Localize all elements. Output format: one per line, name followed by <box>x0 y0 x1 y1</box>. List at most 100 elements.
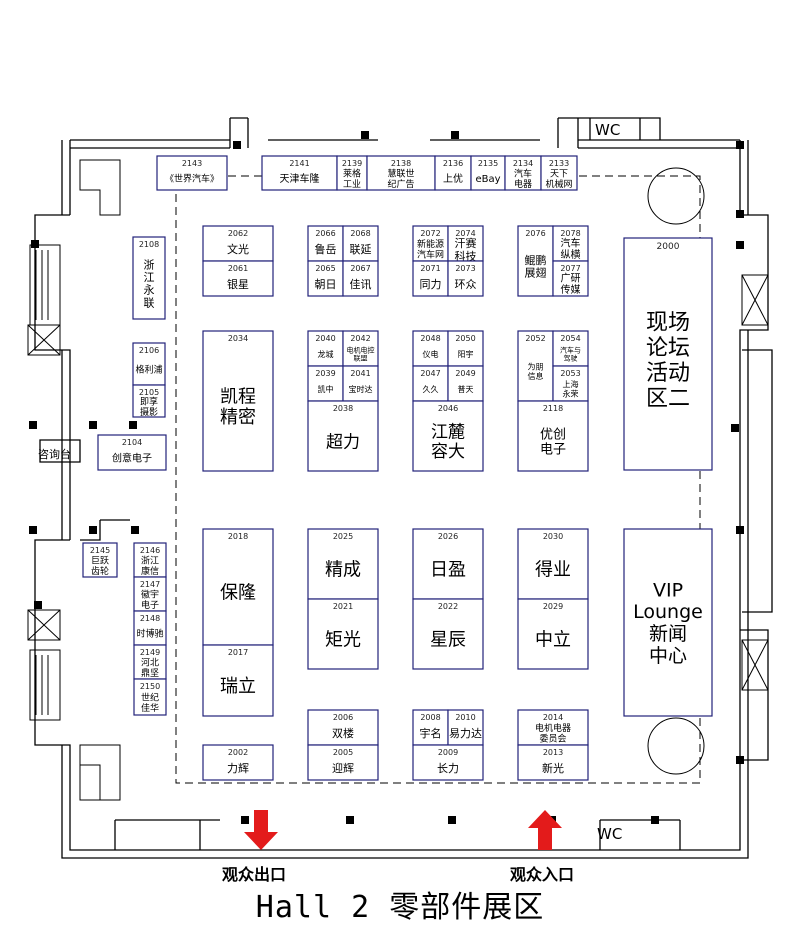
booth-outline <box>623 237 713 471</box>
booth-name: 新能源 <box>417 238 444 250</box>
booth-number: 2022 <box>438 602 458 611</box>
booth-number: 2149 <box>140 648 160 657</box>
booth-name: 联盟 <box>354 353 368 362</box>
column <box>736 526 744 534</box>
booth-number: 2071 <box>420 264 440 273</box>
booth-outline <box>133 576 167 612</box>
column <box>129 421 137 429</box>
booth-outline <box>447 330 484 367</box>
booth-outline <box>447 260 484 297</box>
booth-number: 2074 <box>455 229 475 238</box>
booth-number: 2105 <box>139 388 159 397</box>
booth-name: 展翅 <box>525 266 547 280</box>
booth-number: 2005 <box>333 748 353 757</box>
booth-name: 机械网 <box>545 178 572 190</box>
booth-number: 2148 <box>140 614 160 623</box>
booth-outline <box>447 365 484 402</box>
booth-number: 2147 <box>140 580 160 589</box>
booth-name: 精密 <box>220 407 256 428</box>
booth-number: 2108 <box>139 240 159 249</box>
booth-outline <box>517 330 554 402</box>
booth-number: 2065 <box>315 264 335 273</box>
column <box>731 424 739 432</box>
booth-name: 世纪 <box>141 691 159 703</box>
column <box>651 816 659 824</box>
booth-name: 永荣 <box>563 388 579 398</box>
booth-number: 2143 <box>182 159 202 168</box>
booth-name: 广研 <box>561 273 581 285</box>
booth-number: 2000 <box>657 242 680 252</box>
booth-outline <box>202 644 274 717</box>
booth-outline <box>202 744 274 781</box>
booth-number: 2118 <box>543 404 563 413</box>
booth-number: 2029 <box>543 602 563 611</box>
booth-outline <box>517 400 589 472</box>
booth-name: 迎辉 <box>332 762 354 775</box>
booth-outline <box>342 260 379 297</box>
booth-number: 2041 <box>350 369 370 378</box>
booth-2005: 2005 迎辉 <box>307 744 379 781</box>
booth-name: 日盈 <box>430 560 466 581</box>
booth-outline <box>202 330 274 472</box>
booth-outline <box>552 225 589 262</box>
booth-outline <box>307 330 344 367</box>
column <box>736 241 744 249</box>
booth-name: 易力达 <box>449 727 482 740</box>
booth-number: 2050 <box>455 334 475 343</box>
booth-name: 纪广告 <box>387 178 414 190</box>
wc-label-bottom: WC <box>597 825 623 843</box>
booth-number: 2006 <box>333 713 353 722</box>
booth-number: 2021 <box>333 602 353 611</box>
booth-number: 2104 <box>122 438 142 447</box>
booth-outline <box>307 528 379 600</box>
booth-outline <box>132 342 166 386</box>
booth-name: 区二 <box>646 387 690 412</box>
booth-name: 双楼 <box>332 726 354 740</box>
booth-name: 瑞立 <box>220 676 256 697</box>
booth-number: 2017 <box>228 648 248 657</box>
booth-name: 新光 <box>542 761 564 775</box>
column <box>241 816 249 824</box>
booth-outline <box>307 260 344 297</box>
booth-outline <box>470 155 506 191</box>
booth-name: 江 <box>144 271 155 284</box>
booth-name: 超力 <box>326 432 360 452</box>
booth-outline <box>552 365 589 402</box>
booth-outline <box>307 225 344 262</box>
booth-name: 摄影 <box>140 406 158 418</box>
booth-number: 2054 <box>560 334 580 343</box>
booth-2017: 2017 瑞立 <box>202 644 274 717</box>
booth-2143: 2143 《世界汽车》 <box>156 155 228 191</box>
booth-name: 河北 <box>141 656 159 668</box>
column <box>346 816 354 824</box>
booth-name: 文光 <box>227 242 249 256</box>
booth-name: 浙 <box>144 258 155 271</box>
column <box>451 131 459 139</box>
booth-name: 长力 <box>437 762 459 775</box>
booth-number: 2052 <box>525 334 545 343</box>
booth-name: 汗赛 <box>455 236 477 250</box>
booth-number: 2139 <box>342 159 362 168</box>
booth-2006: 2006 双楼 <box>307 709 379 746</box>
booth-outline <box>133 644 167 680</box>
booth-name: 《世界汽车》 <box>165 173 219 185</box>
